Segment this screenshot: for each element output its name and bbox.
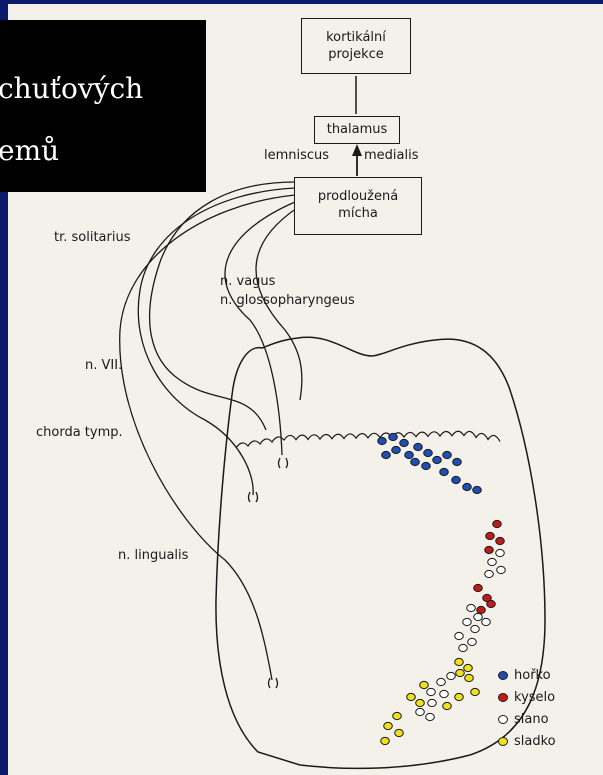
salty-dot (440, 690, 449, 697)
salty-dot (496, 549, 505, 556)
bitter-dot (463, 483, 472, 490)
n-glosso-label: n. glossopharyngeus (220, 293, 355, 309)
salty-dot (455, 632, 464, 639)
sweet-dot (443, 702, 452, 709)
title-line-2: emů (0, 134, 204, 167)
legend-label: slano (514, 712, 549, 727)
salty-dot (428, 699, 437, 706)
salty-dot (463, 618, 472, 625)
bitter-dot (422, 462, 431, 469)
bitter-dot (452, 476, 461, 483)
sweet-dot (465, 674, 474, 681)
bitter-dot (392, 446, 401, 453)
bitter-dot (382, 451, 391, 458)
salty-dot (426, 713, 435, 720)
title-overlay: chuťových emů (0, 20, 206, 192)
lemniscus-label: lemniscus (264, 148, 329, 164)
vallate-papillae-line (236, 431, 500, 448)
bitter-dot (440, 468, 449, 475)
sour-dot (477, 606, 486, 613)
salty-dot (488, 558, 497, 565)
bitter-dot (424, 449, 433, 456)
sour-dot (493, 520, 502, 527)
bitter-dot (414, 443, 423, 450)
salty-dot (485, 570, 494, 577)
sweet-dot (464, 664, 473, 671)
thalamus-box: thalamus (314, 116, 400, 144)
sour-dot (486, 532, 495, 539)
bitter-dot (389, 433, 398, 440)
sweet-dot (395, 729, 404, 736)
legend-label: sladko (514, 734, 556, 749)
title-line-1: chuťových (0, 72, 204, 105)
sour-dot (474, 584, 483, 591)
fiber-ending (279, 458, 288, 468)
legend-label: hořko (514, 668, 551, 683)
legend-label: kyselo (514, 690, 555, 705)
salty-dot (482, 618, 491, 625)
sour-dot (487, 600, 496, 607)
bitter-dot (473, 486, 482, 493)
thalamus-label: thalamus (327, 122, 388, 137)
taste-receptor-dots (378, 433, 506, 744)
salty-dot (437, 678, 446, 685)
legend-salty: slano (498, 712, 549, 727)
n-vagus-label: n. vagus (220, 274, 275, 290)
salty-dot (427, 688, 436, 695)
fiber-ending (269, 678, 278, 688)
tr-solitarius-label: tr. solitarius (54, 230, 131, 246)
legend-dot (498, 671, 508, 680)
medialis-label: medialis (364, 148, 419, 164)
salty-dot (416, 708, 425, 715)
sweet-dot (416, 699, 425, 706)
legend-bitter: hořko (498, 668, 551, 683)
bitter-dot (405, 451, 414, 458)
sour-dot (496, 537, 505, 544)
n-lingualis-label: n. lingualis (118, 548, 188, 564)
sour-dot (485, 546, 494, 553)
salty-dot (459, 644, 468, 651)
salty-dot (467, 604, 476, 611)
legend-dot (498, 737, 508, 746)
sweet-dot (381, 737, 390, 744)
sweet-dot (455, 658, 464, 665)
legend-sweet: sladko (498, 734, 556, 749)
sweet-dot (471, 688, 480, 695)
salty-dot (447, 672, 456, 679)
sweet-dot (455, 693, 464, 700)
salty-dot (468, 638, 477, 645)
bitter-dot (400, 439, 409, 446)
sweet-dot (407, 693, 416, 700)
bitter-dot (433, 456, 442, 463)
nerve-fibers (120, 182, 302, 688)
legend-dot (498, 715, 508, 724)
bitter-dot (453, 458, 462, 465)
bitter-dot (378, 437, 387, 444)
legend-dot (498, 693, 508, 702)
bitter-dot (443, 451, 452, 458)
legend-sour: kyselo (498, 690, 555, 705)
salty-dot (497, 566, 506, 573)
sweet-dot (420, 681, 429, 688)
bitter-dot (411, 458, 420, 465)
sweet-dot (393, 712, 402, 719)
salty-dot (471, 625, 480, 632)
sweet-dot (384, 722, 393, 729)
sweet-dot (456, 669, 465, 676)
salty-dot (474, 613, 483, 620)
n-vii-label: n. VII. (85, 358, 122, 374)
chorda-tympani-label: chorda tymp. (36, 425, 123, 441)
n-vagus-fiber (138, 188, 295, 495)
arrowhead-up (352, 144, 362, 156)
